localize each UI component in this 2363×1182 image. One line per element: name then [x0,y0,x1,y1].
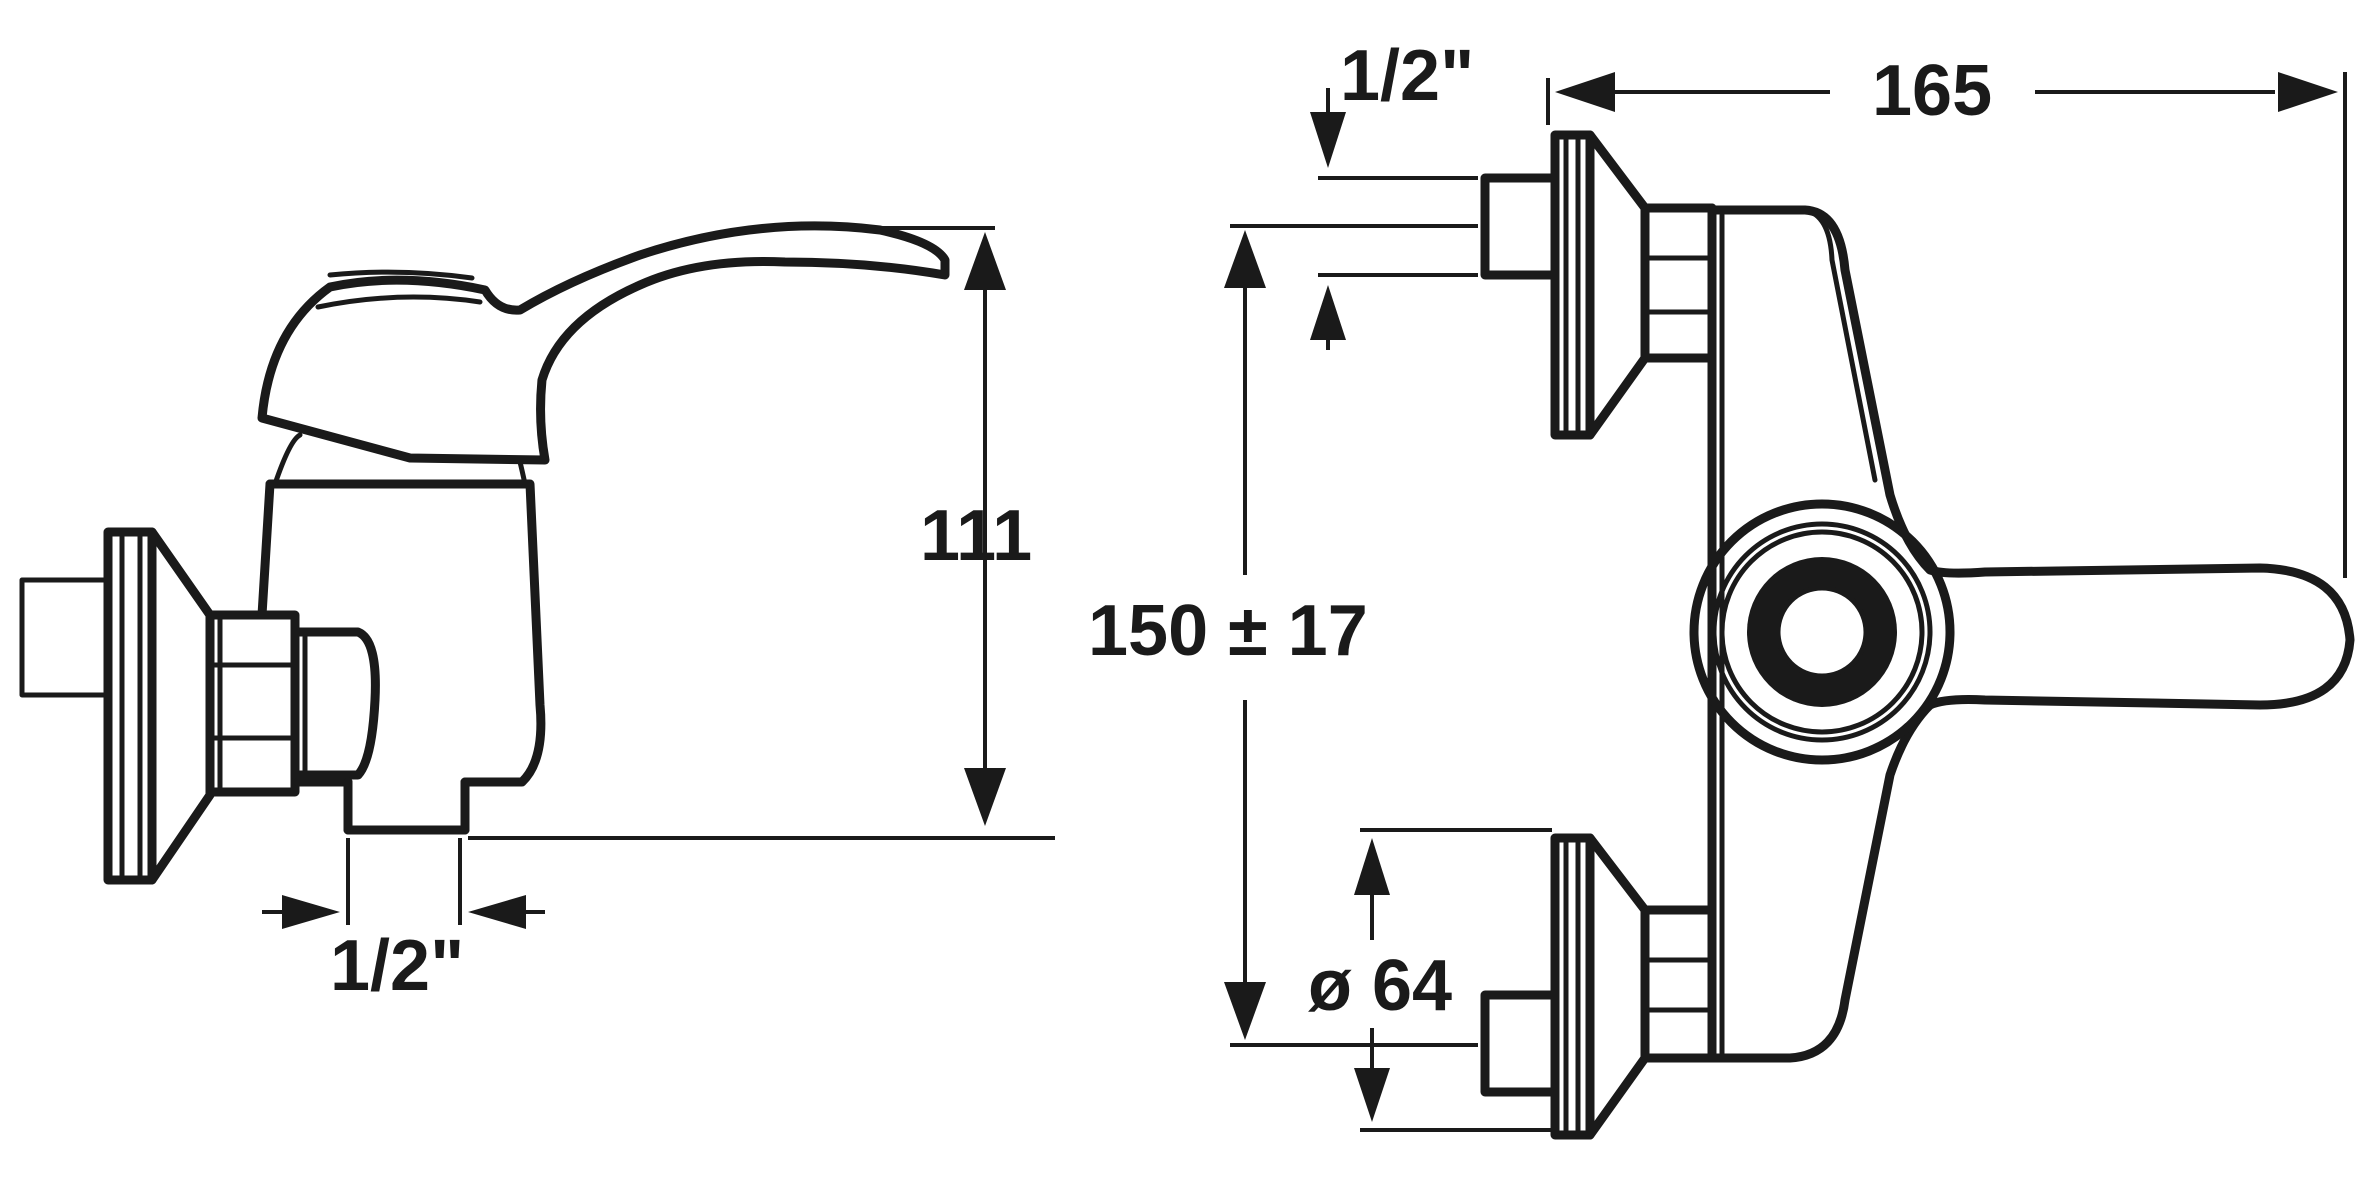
side-body[interactable] [265,479,546,835]
front-centers-label: 150 ± 17 [1088,591,1368,671]
dimension-outlet [262,838,545,929]
arrow-up [1354,838,1390,895]
arrow-up [1224,230,1266,288]
dimension-centers [1224,224,1478,1047]
arrow-up [964,232,1006,290]
side-outlet [343,777,470,835]
front-view: 1/2" 165 150 ± 17 [1088,36,2355,1140]
front-body-inner-top [1802,207,1878,483]
dimension-inlet [1310,88,1478,350]
front-flange-label: ø 64 [1308,946,1452,1026]
side-knob [290,627,380,780]
arrow-down [1224,982,1266,1040]
arrow-down [1310,112,1346,168]
front-width-label: 165 [1872,51,1992,131]
front-inlet-label: 1/2" [1340,36,1474,116]
arrow-left [1555,72,1615,112]
side-wall-flange [19,527,215,885]
side-height-label: 111 [920,496,1032,576]
arrow-up [1310,285,1346,340]
side-lever-handle[interactable] [257,221,950,465]
front-inlet-top [1480,130,1717,440]
dimension-height [468,226,1055,840]
dimension-flange [1354,828,1552,1132]
side-handle-cap [315,294,483,310]
arrow-right [2278,72,2338,112]
arrow-right [282,895,340,929]
side-body-left [257,479,275,620]
side-hex-nut [205,610,300,797]
dimension-width [1546,72,2347,578]
side-handle-top [327,269,475,281]
arrow-left [468,895,526,929]
side-outlet-label: 1/2" [330,926,464,1006]
front-cartridge[interactable] [1689,499,1955,765]
arrow-down [964,768,1006,826]
side-view: 111 1/2" [19,221,1055,1006]
front-inlet-bottom [1480,833,1717,1140]
arrow-down [1354,1068,1390,1122]
